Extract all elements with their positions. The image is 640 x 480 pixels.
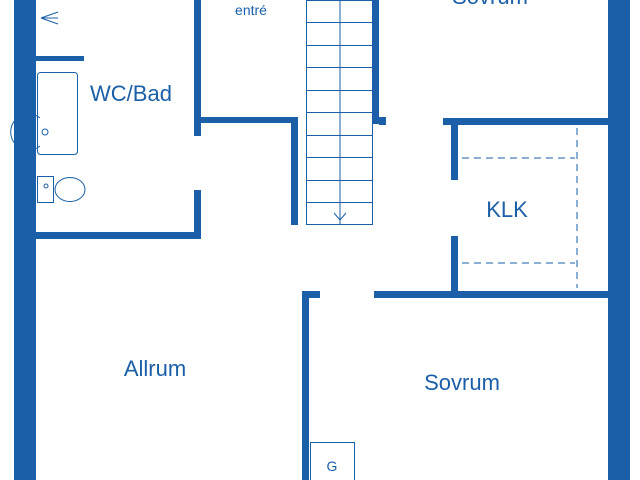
entry-wall-top	[201, 117, 298, 123]
klk-dashes	[462, 128, 578, 288]
stair-arrow-head	[333, 212, 347, 221]
outer-wall-right	[608, 0, 630, 480]
walls	[14, 0, 630, 480]
outer-wall-left	[14, 0, 36, 480]
stair-wall-left	[291, 117, 298, 225]
bath-wall-bottom	[36, 232, 201, 239]
room-label-g: G	[327, 458, 338, 474]
room-label-sovrum-bottom: Sovrum	[424, 370, 500, 395]
bedroom-wall-left	[302, 291, 309, 480]
bedroom-wall-top	[374, 291, 630, 298]
bath-fixtures	[10, 11, 86, 203]
room-label-sovrum-top: Sovrum	[452, 0, 528, 9]
corridor-wall-stub	[302, 291, 320, 298]
toilet-icon	[37, 176, 86, 203]
bath-wall-right-upper	[194, 0, 201, 136]
room-label-wc-bad: WC/Bad	[90, 81, 172, 106]
klk-wall-top	[443, 118, 630, 125]
stair-wall-right	[372, 0, 379, 124]
bath-wall-right-lower	[194, 190, 201, 239]
sink-icon	[10, 72, 78, 155]
klk-wall-left-upper	[451, 118, 458, 180]
g-closet	[310, 442, 355, 480]
klk-wall-left-lower	[451, 236, 458, 294]
room-label-klk: KLK	[486, 197, 528, 222]
bath-wall-top	[36, 56, 84, 61]
room-label-allrum: Allrum	[124, 356, 186, 381]
staircase	[306, 0, 373, 225]
stair-wall-stub	[379, 117, 386, 125]
room-label-entre: entré	[235, 2, 267, 18]
shower-icon	[40, 11, 59, 25]
